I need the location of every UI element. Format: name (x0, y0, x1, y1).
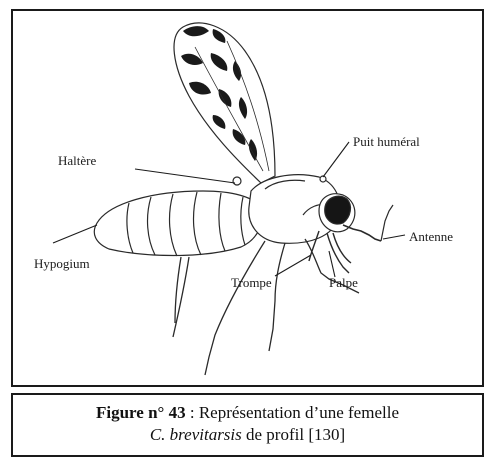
leader-antenne (383, 235, 405, 239)
figure-frame: Haltère Puit huméral Antenne Hypogium Tr… (11, 9, 484, 387)
caption-species: C. brevitarsis (150, 425, 242, 444)
label-antenne: Antenne (409, 230, 453, 243)
abdomen (94, 191, 262, 256)
label-trompe: Trompe (231, 276, 272, 289)
wing (174, 23, 275, 183)
label-palpe: Palpe (329, 276, 358, 289)
caption-number: Figure n° 43 (96, 403, 186, 422)
figure-caption: Figure n° 43 : Représentation d’une feme… (11, 393, 484, 457)
head (319, 194, 355, 232)
leader-haltere (135, 169, 235, 183)
caption-text: Représentation d’une femelle (199, 403, 399, 422)
leader-palpe (329, 251, 335, 277)
caption-suffix: de profil [130] (242, 425, 345, 444)
haltere-knob (233, 177, 241, 185)
caption-separator: : (186, 403, 199, 422)
insect-illustration (13, 11, 484, 387)
compound-eye (325, 196, 351, 224)
label-haltere: Haltère (58, 154, 96, 167)
leader-hypogium (53, 225, 97, 243)
label-puit-humeral: Puit huméral (353, 135, 420, 148)
label-hypogium: Hypogium (34, 257, 90, 270)
leader-puit-humeral (323, 142, 349, 177)
